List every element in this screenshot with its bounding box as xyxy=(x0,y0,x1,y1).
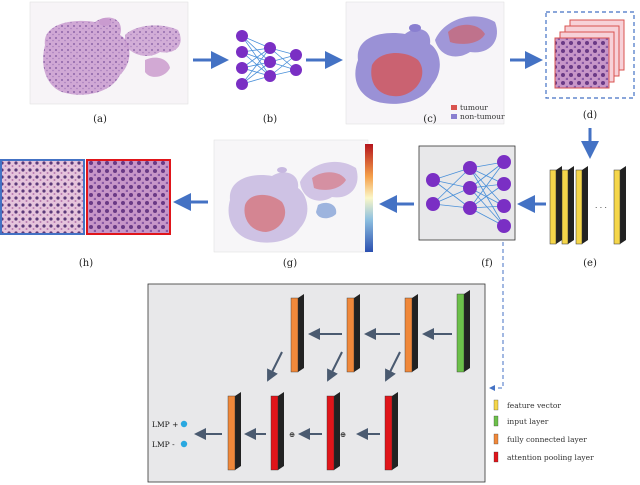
caption-a: (a) xyxy=(93,114,107,125)
caption-e: (e) xyxy=(583,258,597,269)
combine-operator: ⊕ xyxy=(289,430,295,439)
combine-operator: ⊕ xyxy=(340,430,346,439)
caption-g: (g) xyxy=(283,258,297,269)
panel-b-network xyxy=(236,30,302,90)
attention-layer-block xyxy=(326,392,340,471)
caption-f: (f) xyxy=(481,258,493,269)
layer-legend: feature vector input layer fully connect… xyxy=(493,399,594,463)
fc-layer-block xyxy=(346,294,360,373)
attention-layer-block xyxy=(270,392,284,471)
tumour-legend-label: tumour xyxy=(460,103,488,112)
legend-feature-vector: feature vector xyxy=(507,401,561,410)
panel-d-tiles xyxy=(545,11,635,99)
output-lmp-positive: LMP + xyxy=(152,420,178,429)
fc-layer-block xyxy=(404,294,418,373)
output-lmp-negative: LMP - xyxy=(152,440,175,449)
architecture-detail-panel: ⊕ ⊕ LMP + LMP - xyxy=(147,283,486,483)
caption-h: (h) xyxy=(79,258,93,269)
tumour-swatch xyxy=(451,105,457,110)
caption-b: (b) xyxy=(263,114,277,125)
feature-vector-bar xyxy=(549,166,562,245)
panel-e-feature-vectors: · · · xyxy=(549,166,626,245)
detail-link xyxy=(489,242,504,391)
attention-layer-block xyxy=(384,392,398,471)
output-fc-block xyxy=(227,392,241,471)
output-dot-negative xyxy=(180,440,188,448)
legend-swatch-input xyxy=(493,415,499,427)
non-tumour-legend-label: non-tumour xyxy=(460,112,505,121)
legend-input-layer: input layer xyxy=(507,417,549,426)
panel-a-slide xyxy=(29,1,189,105)
feature-vector-bar xyxy=(575,166,588,245)
legend-swatch-attention xyxy=(493,451,499,463)
caption-d: (d) xyxy=(583,110,597,121)
legend-swatch-feature-vector xyxy=(493,399,499,411)
feature-ellipsis: · · · xyxy=(595,203,607,212)
input-layer-block xyxy=(456,290,470,373)
fc-layer-block xyxy=(290,294,304,373)
caption-c: (c) xyxy=(423,114,437,125)
feature-vector-bar xyxy=(613,166,626,245)
legend-swatch-fc xyxy=(493,433,499,445)
feature-vector-bar xyxy=(561,166,574,245)
legend-attention-pooling: attention pooling layer xyxy=(507,453,594,462)
legend-fully-connected: fully connected layer xyxy=(507,435,587,444)
output-dot-positive xyxy=(180,420,188,428)
panel-f-network xyxy=(418,145,516,241)
attention-colorbar xyxy=(365,144,373,252)
non-tumour-swatch xyxy=(451,114,457,119)
panel-h-top-tiles xyxy=(0,159,171,235)
panel-g-attention-map xyxy=(213,139,369,253)
panel-c-tumour-map: tumour non-tumour xyxy=(345,1,505,125)
